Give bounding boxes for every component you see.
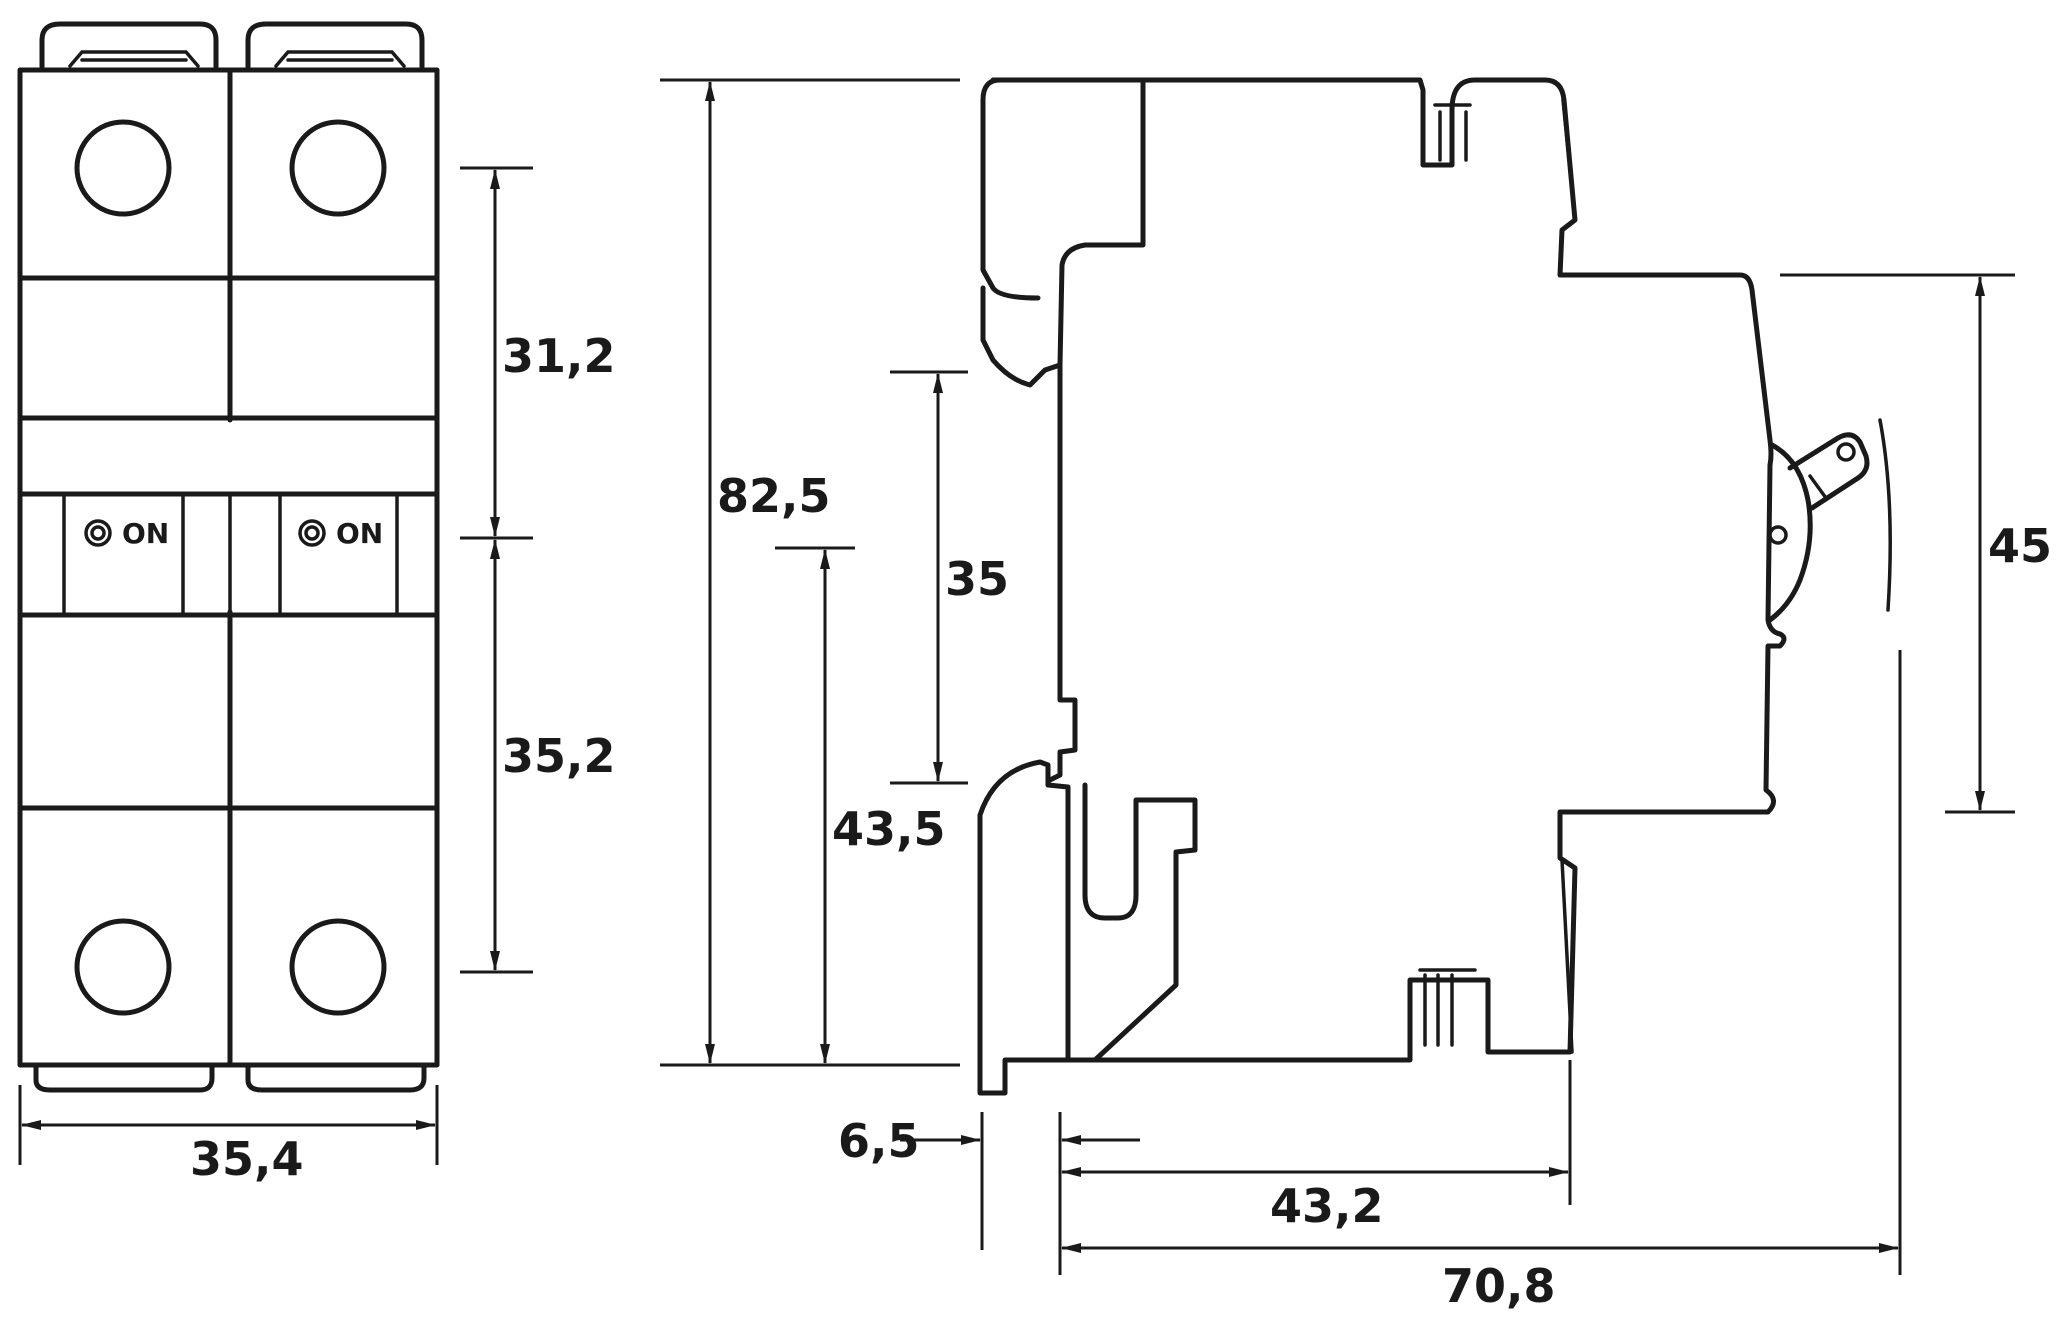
dim-din-rail: 35	[945, 552, 1009, 606]
terminal-screw-top-right	[289, 119, 387, 217]
terminal-screw-top-left	[74, 119, 172, 217]
dim-width: 35,4	[190, 1132, 304, 1186]
dim-rail-to-base: 43,5	[832, 802, 946, 856]
side-view: 82,5 35 43,5 45 6,5 43,2 70,8	[660, 77, 2052, 1313]
terminal-screw-bottom-left	[74, 918, 172, 1016]
indicator-ring-right	[298, 519, 326, 547]
dim-top-section: 31,2	[502, 329, 616, 383]
top-clip-left	[39, 21, 219, 73]
dim-total-height: 82,5	[717, 469, 831, 523]
switch-label-left: ON	[122, 517, 169, 550]
toggle-lever	[1767, 418, 1892, 623]
dim-depth-to-front: 43,2	[1270, 1179, 1384, 1233]
dim-bottom-section: 35,2	[502, 729, 616, 783]
side-body-outline	[977, 77, 1787, 1096]
indicator-ring-left	[84, 519, 112, 547]
terminal-screw-bottom-right	[289, 918, 387, 1016]
top-clip-right	[245, 21, 425, 73]
dim-offset: 6,5	[838, 1114, 920, 1168]
switch-label-right: ON	[336, 517, 383, 550]
dim-total-depth: 70,8	[1442, 1259, 1556, 1313]
dim-front-height: 45	[1988, 519, 2052, 573]
front-view: ON ON 31,2 35,2 35,4	[17, 21, 616, 1186]
